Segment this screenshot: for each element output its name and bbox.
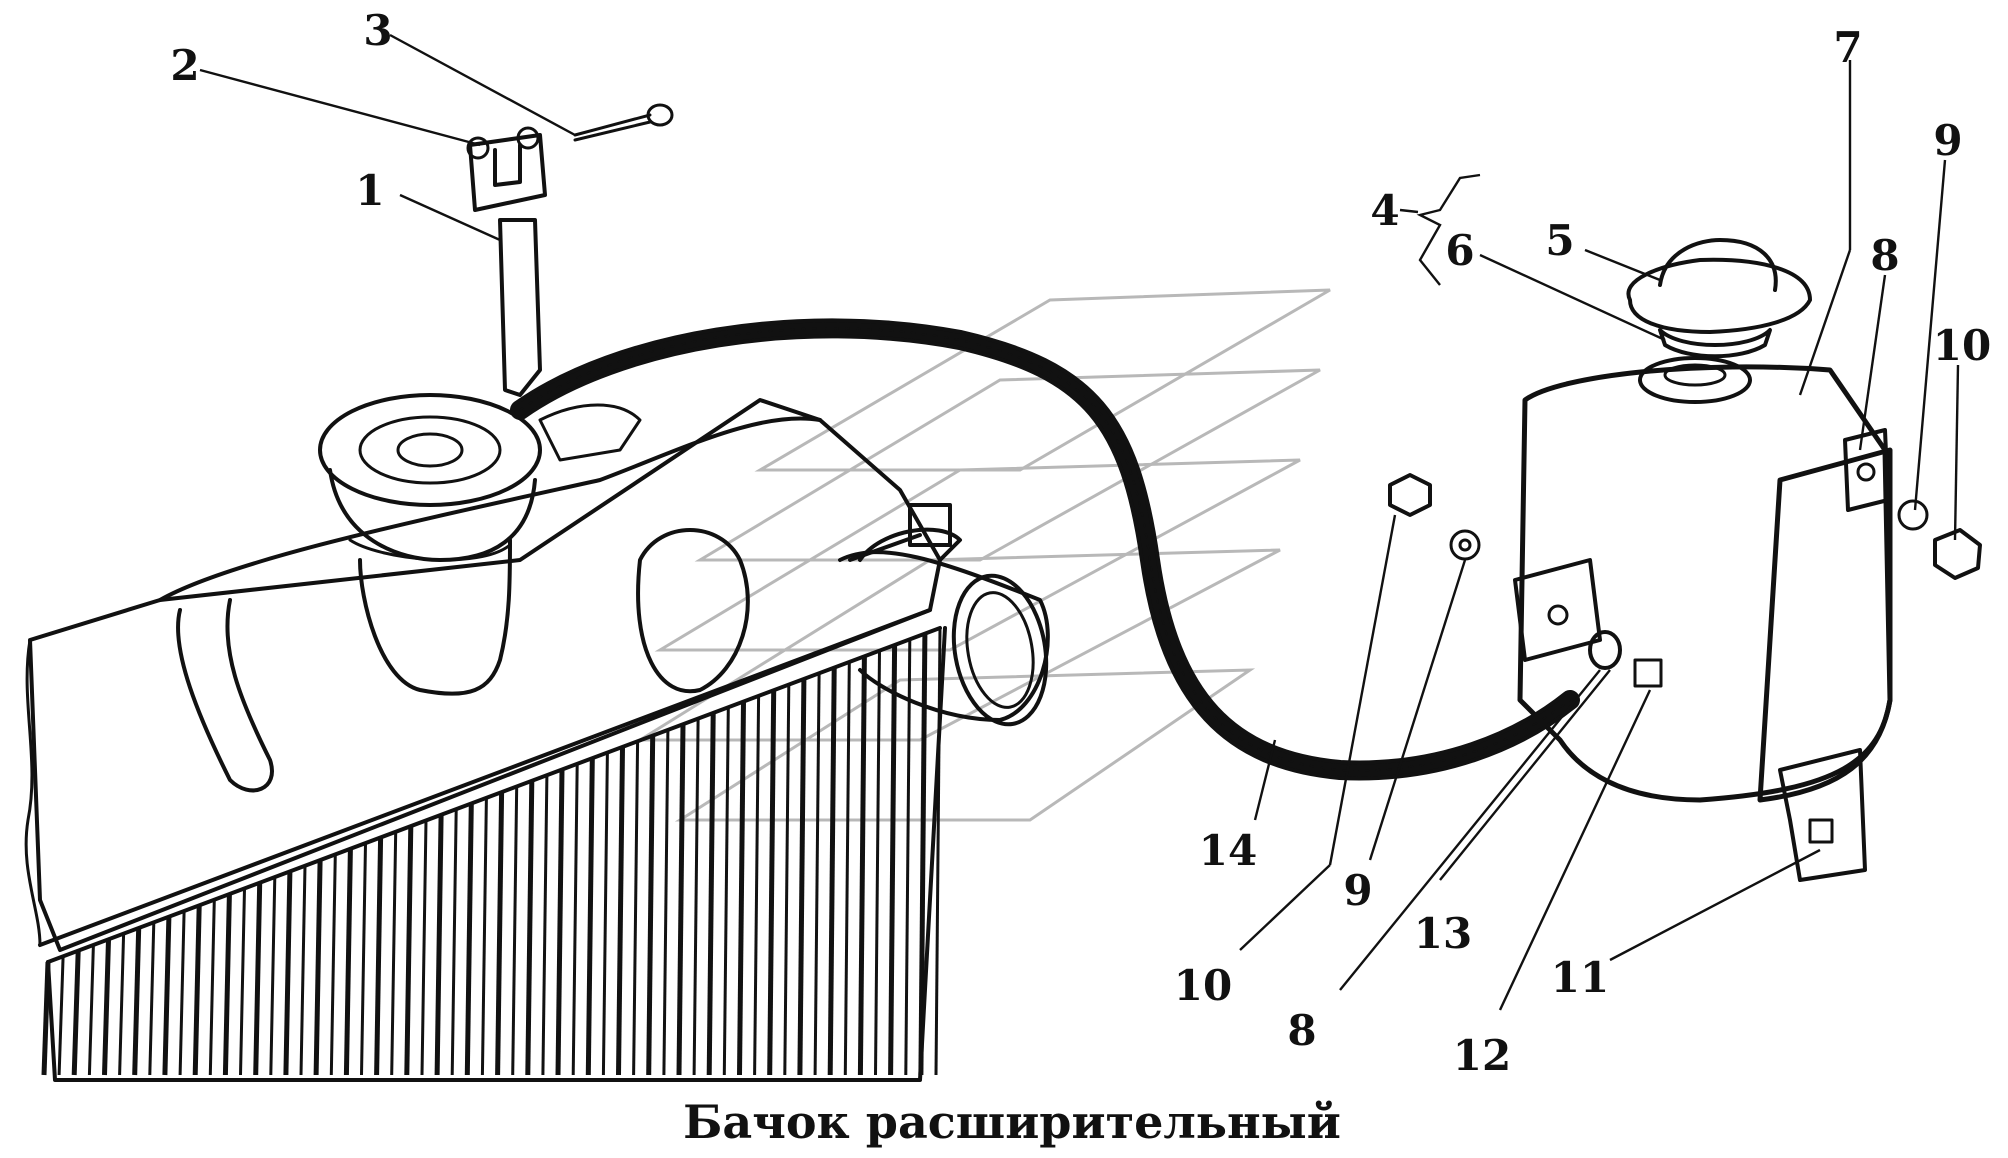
radiator-fin	[450, 809, 458, 1076]
radiator-fin	[178, 911, 186, 1076]
radiator-fin	[299, 865, 307, 1076]
radiator-fin	[753, 695, 761, 1076]
radiator-fin	[464, 803, 474, 1076]
radiator-fin	[208, 899, 216, 1076]
callout-1: 1	[355, 166, 384, 215]
radiator-fin	[676, 724, 686, 1076]
cotter-pin	[573, 103, 674, 142]
radiator-fin	[329, 854, 337, 1076]
radiator-fin	[374, 837, 384, 1076]
radiator-fin	[118, 933, 126, 1076]
radiator-fin	[87, 944, 95, 1076]
callout-2: 2	[170, 41, 199, 90]
expansion-tank	[1513, 238, 1893, 882]
radiator-fin	[222, 894, 232, 1076]
callout-3: 3	[363, 6, 392, 55]
fasteners	[1388, 473, 1982, 580]
radiator	[24, 218, 1050, 1082]
radiator-fin	[797, 678, 807, 1076]
radiator-fin	[390, 831, 398, 1076]
radiator-fin	[162, 916, 172, 1076]
callout-labels: 1 2 3 4 5 6 7 8 9 10 9 10 14 10 9 8 13 1…	[170, 6, 1991, 1080]
radiator-fin	[585, 758, 595, 1076]
radiator-fin	[420, 820, 428, 1076]
group-brace	[1416, 173, 1481, 286]
radiator-fin	[525, 780, 535, 1076]
radiator-fin	[555, 769, 565, 1076]
callout-8-top: 8	[1870, 231, 1899, 280]
radiator-fin	[888, 644, 898, 1076]
callout-9-top: 9	[1933, 116, 1962, 165]
callout-13: 13	[1414, 909, 1472, 958]
radiator-fin	[857, 656, 867, 1076]
callout-10-top: 10	[1933, 321, 1991, 370]
radiator-fin	[662, 729, 670, 1076]
radiator-fin	[511, 786, 519, 1076]
connecting-hose	[510, 318, 1580, 781]
radiator-fin	[904, 639, 912, 1076]
radiator-fin	[313, 860, 323, 1076]
leader-lines	[199, 33, 1960, 1011]
callout-10-mid: 10	[1174, 961, 1232, 1010]
radiator-fin	[253, 882, 263, 1076]
radiator-fin	[480, 797, 488, 1076]
callout-6: 6	[1445, 226, 1474, 275]
radiator-fin	[827, 667, 837, 1076]
watermark-logo	[634, 288, 1331, 822]
callout-11: 11	[1551, 953, 1609, 1002]
radiator-fin	[722, 707, 730, 1076]
radiator-fin	[495, 792, 505, 1076]
callout-14: 14	[1199, 826, 1257, 875]
radiator-fin	[616, 746, 625, 1076]
radiator-fin	[269, 877, 277, 1076]
radiator-fin	[192, 905, 202, 1076]
radiator-fin	[148, 922, 156, 1076]
radiator-fin	[646, 735, 656, 1076]
radiator-fin	[601, 752, 609, 1076]
radiator-fin	[132, 927, 142, 1076]
radiator-fins	[41, 627, 942, 1076]
radiator-fin	[360, 843, 367, 1076]
radiator-fin	[783, 684, 791, 1076]
callout-8-bottom: 8	[1287, 1006, 1316, 1055]
radiator-fin	[843, 661, 851, 1076]
callout-9-bottom: 9	[1343, 866, 1372, 915]
radiator-fin	[343, 848, 353, 1076]
radiator-fin	[283, 871, 293, 1076]
radiator-fin	[541, 775, 549, 1076]
radiator-fin	[239, 888, 246, 1076]
radiator-fin	[102, 939, 111, 1076]
callout-12: 12	[1453, 1031, 1511, 1080]
radiator-fin	[571, 763, 579, 1076]
radiator-fin	[767, 690, 777, 1076]
callout-4: 4	[1370, 186, 1399, 235]
radiator-fin	[813, 673, 821, 1076]
radiator-fin	[737, 701, 746, 1076]
diagram-caption: Бачок расширительный	[683, 1095, 1341, 1149]
callout-7: 7	[1833, 23, 1862, 72]
radiator-fin	[632, 741, 640, 1076]
radiator-fin	[706, 712, 716, 1076]
radiator-fin	[57, 956, 65, 1076]
clamp-bracket	[466, 126, 547, 212]
radiator-fin	[874, 650, 881, 1076]
radiator-fin	[404, 826, 414, 1076]
callout-5: 5	[1545, 216, 1574, 265]
radiator-fin	[71, 950, 81, 1076]
radiator-fin	[434, 814, 444, 1076]
radiator-fin	[692, 718, 700, 1076]
